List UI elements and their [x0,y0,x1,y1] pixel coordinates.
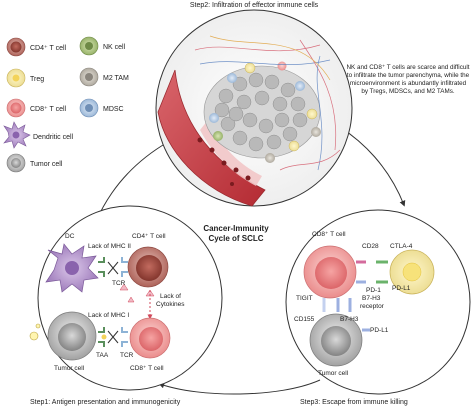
legend-treg-icon [6,68,26,88]
step1-tumor-cell [47,311,97,361]
legend-tumor-icon [6,153,26,173]
cd4-t-cell [127,246,169,288]
legend-cd4-label: CD4⁺ T cell [30,45,67,52]
legend-dc-label: Dendritic cell [33,134,74,141]
step1-dc-label: DC [65,233,75,240]
legend-dc-icon [3,121,31,149]
step1-cd4-label: CD4⁺ T cell [132,233,166,240]
step1-tcr2-label: TCR [120,352,134,359]
step3-ctla4-label: CTLA-4 [390,243,413,250]
step3-pdl1b-label: PD-L1 [370,327,389,334]
legend-treg-label: Treg [30,76,44,83]
step1-panel [29,205,223,391]
step1-tcr1-label: TCR [112,280,126,287]
step3-cd28-label: CD28 [362,243,379,250]
legend-mdsc-label: MDSC [103,106,124,113]
step1-lack-mhc2-label: Lack of MHC II [88,243,131,250]
step3-tumor-label: Tumor cell [318,370,349,377]
step3-pd1-label: PD-1 [366,287,381,294]
step3-panel [285,209,471,395]
center-title-line1: Cancer-Immunity [203,224,269,233]
legend-nk-label: NK cell [103,44,126,51]
step1-title: Step1: Antigen presentation and immunoge… [30,399,181,406]
legend [3,36,99,173]
legend-mdsc-icon [79,98,99,118]
step3-cd155-label: CD155 [294,316,315,323]
legend-cd8-icon [6,98,26,118]
step3-tigit-label: TIGIT [296,295,313,302]
step1-lack-cyto2-label: Cytokines [156,301,185,308]
step3-tumor-cell [309,313,363,367]
legend-m2-label: M2 TAM [103,75,129,82]
step1-cd8-label: CD8⁺ T cell [130,365,164,372]
center-title-line2: Cycle of SCLC [208,234,263,243]
step3-b7h3a-label: B7-H3 [362,295,381,302]
step3-b7h3c-label: B7-H3 [340,316,359,323]
step2-panel [155,9,353,207]
step3-cd8-label: CD8⁺ T cell [312,231,346,238]
dc-cell [45,243,99,293]
cycle-arrow-bottom [158,379,321,395]
legend-cd8-label: CD8⁺ T cell [30,106,67,113]
step3-b7h3b-label: receptor [360,303,385,310]
legend-tumor-label: Tumor cell [30,161,63,168]
legend-cd4-icon [6,37,26,57]
step1-lack-cyto1-label: Lack of [160,293,181,300]
legend-nk-icon [79,36,99,56]
step3-treg-cell [389,249,435,295]
step3-pdl1a-label: PD-L1 [392,285,411,292]
step3-title: Step3: Escape from immune killing [300,399,408,406]
legend-m2-icon [79,67,99,87]
step3-cd8-t-cell [303,245,357,299]
step1-lack-mhc1-label: Lack of MHC I [88,312,129,319]
blood-vessel [157,69,266,207]
step2-note: NK and CD8⁺ T cells are scarce and diffi… [346,64,470,95]
step2-title: Step2: Infiltration of effector immune c… [190,2,319,9]
step1-tumor-label: Tumor cell [54,365,85,372]
step1-taa-label: TAA [96,352,109,359]
step1-cd8-t-cell [129,317,171,359]
